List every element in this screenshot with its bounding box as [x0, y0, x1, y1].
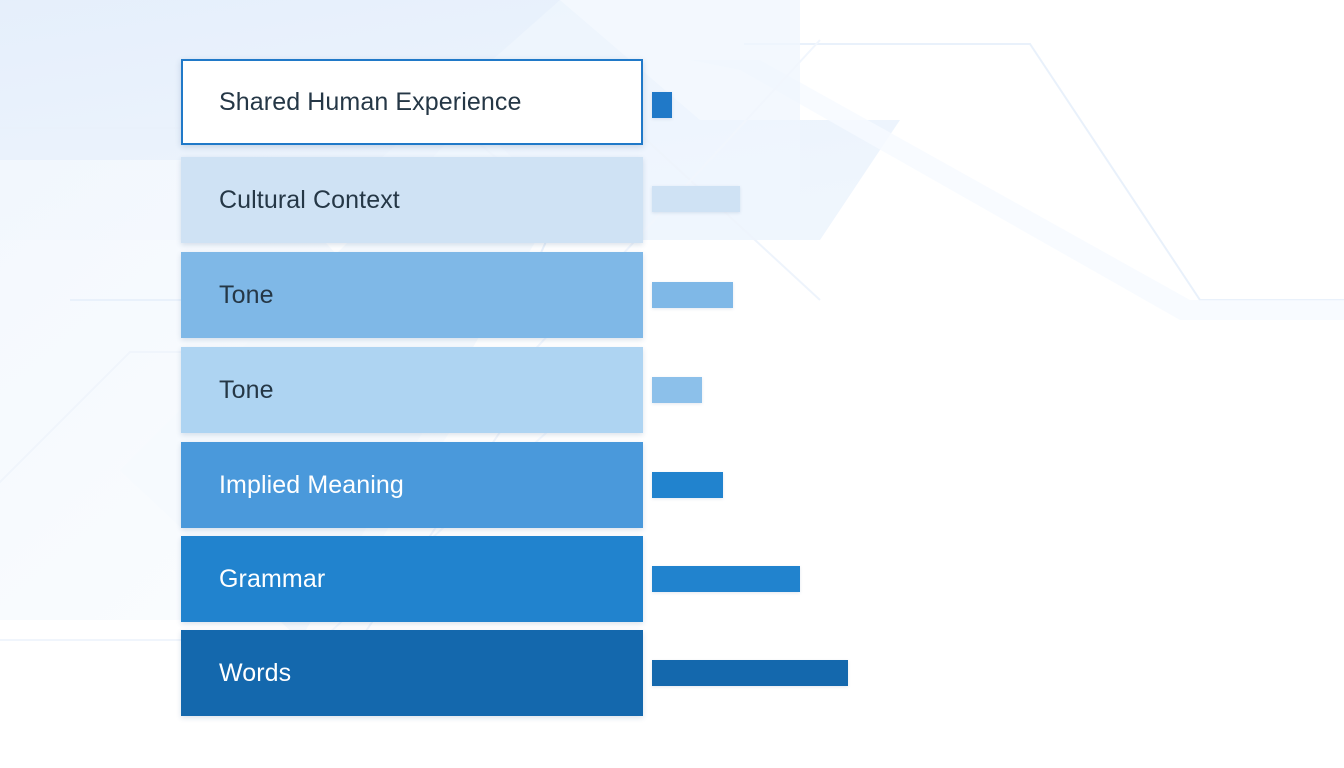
- funnel-row-label: Tone: [219, 280, 274, 309]
- funnel-bar-shared-human-experience: [652, 92, 672, 118]
- funnel-row-words[interactable]: Words: [181, 630, 643, 716]
- funnel-row-label: Grammar: [219, 564, 326, 593]
- funnel-row-tone-1[interactable]: Tone: [181, 252, 643, 338]
- funnel-bar-cultural-context: [652, 186, 740, 212]
- funnel-row-implied-meaning[interactable]: Implied Meaning: [181, 442, 643, 528]
- funnel-row-cultural-context[interactable]: Cultural Context: [181, 157, 643, 243]
- funnel-bar-words: [652, 660, 848, 686]
- funnel-row-label: Implied Meaning: [219, 470, 404, 499]
- funnel-bar-tone-1: [652, 282, 733, 308]
- funnel-row-tone-2[interactable]: Tone: [181, 347, 643, 433]
- funnel-row-label: Shared Human Experience: [219, 87, 522, 116]
- funnel-row-shared-human-experience[interactable]: Shared Human Experience: [181, 59, 643, 145]
- funnel-row-grammar[interactable]: Grammar: [181, 536, 643, 622]
- funnel-bar-tone-2: [652, 377, 702, 403]
- funnel-bar-implied-meaning: [652, 472, 723, 498]
- funnel-row-label: Words: [219, 658, 292, 687]
- funnel-row-label: Cultural Context: [219, 185, 400, 214]
- funnel-bar-grammar: [652, 566, 800, 592]
- funnel-row-label: Tone: [219, 375, 274, 404]
